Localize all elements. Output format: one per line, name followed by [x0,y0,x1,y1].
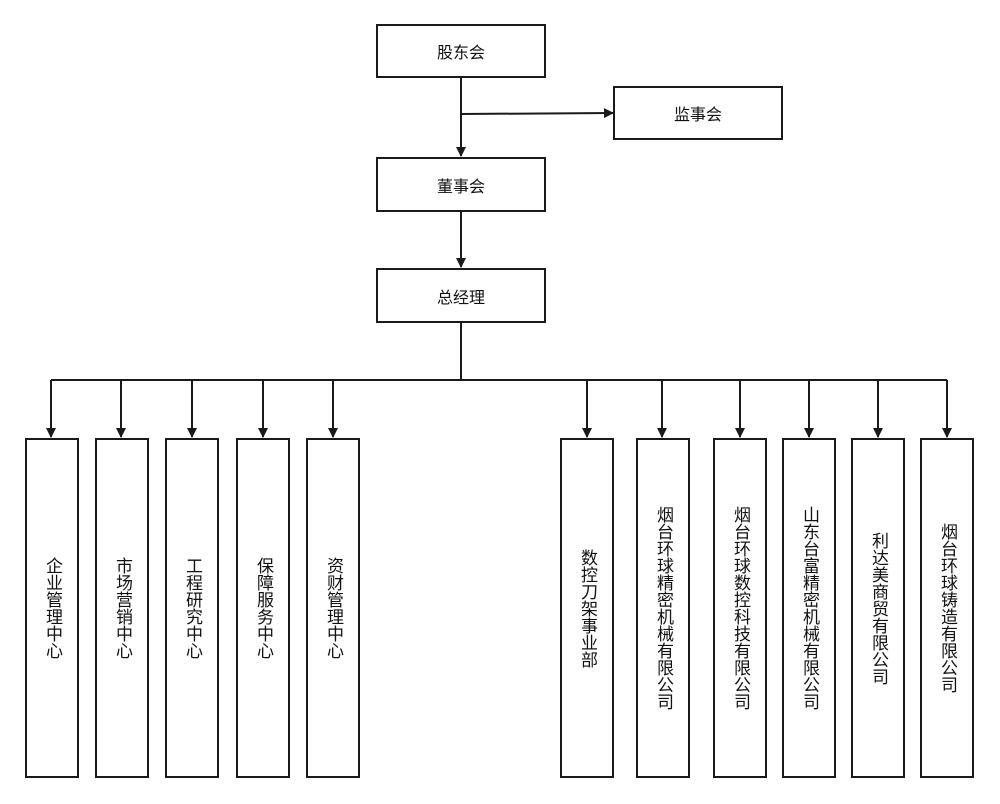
department-label: 资财管理中心 [323,557,343,659]
department-label: 烟台环球精密机械有限公司 [653,506,673,710]
department-label: 市场营销中心 [112,557,132,659]
department-box-lidamei-trading: 利达美商贸有限公司 [851,438,905,778]
department-box-engineering-research: 工程研究中心 [165,438,219,778]
department-box-cnc-turret-division: 数控刀架事业部 [560,438,614,778]
supervisory-board-box: 监事会 [613,86,783,140]
shareholders-box: 股东会 [376,24,546,78]
department-label: 烟台环球铸造有限公司 [937,523,957,693]
department-label: 保障服务中心 [253,557,273,659]
department-box-yantai-cnc-technology: 烟台环球数控科技有限公司 [713,438,767,778]
department-box-marketing: 市场营销中心 [95,438,149,778]
connector-supervisory-board [460,108,614,119]
department-box-enterprise-management: 企业管理中心 [25,438,79,778]
shareholders-label: 股东会 [436,43,485,62]
department-box-shandong-taifu-machinery: 山东台富精密机械有限公司 [782,438,836,778]
board-of-directors-box: 董事会 [376,157,546,212]
department-label: 山东台富精密机械有限公司 [799,506,819,710]
department-label: 烟台环球数控科技有限公司 [730,506,750,710]
department-label: 企业管理中心 [42,557,62,659]
supervisory-board-label: 监事会 [673,105,722,124]
board-of-directors-label: 董事会 [436,176,485,196]
department-box-asset-management: 资财管理中心 [306,438,360,778]
general-manager-box: 总经理 [376,268,546,323]
department-box-yantai-precision-machinery: 烟台环球精密机械有限公司 [636,438,690,778]
department-box-yantai-casting: 烟台环球铸造有限公司 [920,438,974,778]
department-label: 数控刀架事业部 [577,548,597,668]
department-label: 工程研究中心 [182,557,202,659]
department-box-support-services: 保障服务中心 [236,438,290,778]
department-label: 利达美商贸有限公司 [868,531,888,685]
general-manager-label: 总经理 [436,287,485,307]
